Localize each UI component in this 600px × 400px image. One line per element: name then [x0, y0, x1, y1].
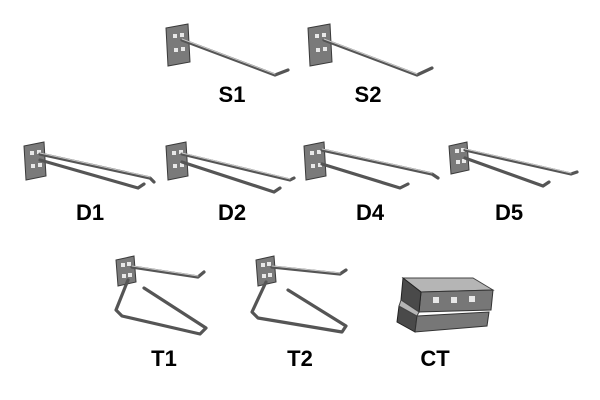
clamp-icon: [396, 277, 495, 333]
single-hook-icon: [307, 23, 434, 77]
product-code-t2: T2: [287, 346, 313, 371]
tray-hook-icon: [250, 255, 348, 334]
product-code-d4: D4: [355, 200, 385, 225]
product-code-d2: D2: [217, 200, 247, 225]
product-d5: D5: [445, 138, 585, 233]
single-hook-icon: [165, 23, 290, 77]
product-code-t1: T1: [151, 346, 177, 371]
product-ct: CT: [385, 270, 505, 382]
product-d2: D2: [162, 138, 302, 233]
product-s2: S2: [302, 20, 442, 120]
product-code-s2: S2: [354, 82, 382, 107]
product-code-ct: CT: [420, 346, 450, 371]
product-code-d1: D1: [75, 200, 105, 225]
tray-hook-icon: [114, 255, 208, 336]
product-s1: S1: [160, 20, 300, 120]
product-t2: T2: [248, 252, 358, 382]
product-t1: T1: [108, 252, 218, 382]
product-code-d5: D5: [494, 200, 524, 225]
product-d4: D4: [300, 138, 445, 233]
double-hook-icon: [448, 141, 579, 188]
product-code-s1: S1: [218, 82, 246, 107]
double-hook-icon: [165, 141, 296, 194]
double-hook-icon: [23, 141, 156, 190]
double-hook-icon: [303, 141, 440, 190]
product-d1: D1: [20, 138, 160, 233]
